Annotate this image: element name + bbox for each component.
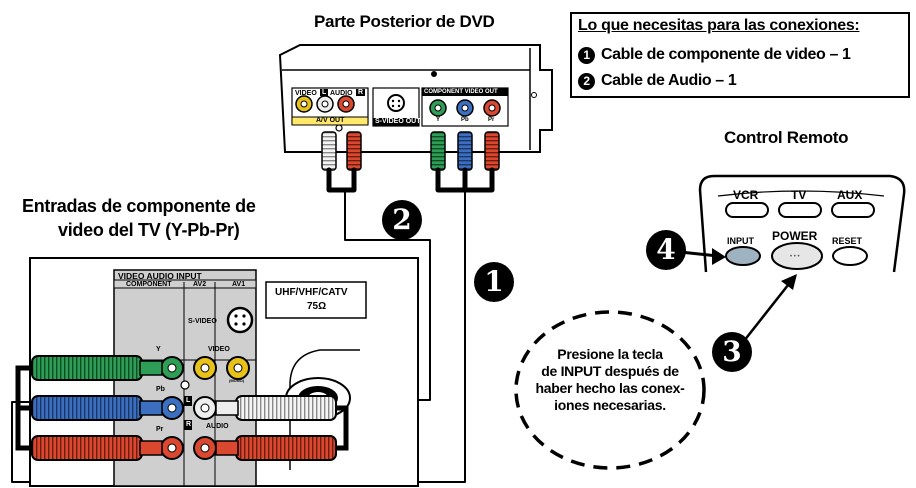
dvd-label-y: Y (436, 117, 441, 123)
remote-label-tv: TV (791, 188, 807, 202)
callout-line: Presione la tecla (557, 346, 663, 362)
callout-bubble (514, 310, 706, 470)
dvd-label-pr: Pr (488, 117, 495, 123)
reset-button[interactable] (833, 247, 867, 265)
dvd-cable-plugs (321, 131, 500, 171)
tv-label-s-video: S-VIDEO (188, 318, 217, 325)
step-2-icon: 2 (382, 200, 422, 240)
remote-label-reset: RESET (832, 236, 863, 246)
dvd-label-component: COMPONENT VIDEO OUT (424, 89, 498, 95)
tv-label-y: Y (156, 346, 161, 353)
remote-label-vcr: VCR (733, 188, 759, 202)
callout-line: de INPUT después de (541, 363, 679, 379)
tv-label-av2: AV2 (193, 281, 207, 288)
number-2-icon: 2 (578, 72, 595, 90)
needs-item-1: 1 Cable de componente de video – 1 (578, 46, 851, 64)
remote-title: Control Remoto (724, 128, 849, 147)
dvd-label-video: VIDEO (295, 90, 317, 97)
needs-box: Lo que necesitas para las conexiones: 1 … (570, 12, 910, 98)
remote-control: • • • (698, 174, 906, 273)
needs-item-text: Cable de componente de video – 1 (601, 46, 851, 63)
dvd-label-r: R (356, 89, 366, 96)
tv-label-av1: AV1 (232, 281, 246, 288)
tv-label-l: L (186, 397, 191, 404)
tv-label-antenna-2: 75Ω (307, 301, 327, 312)
tv-title-line-2: video del TV (Y-Pb-Pr) (58, 220, 240, 240)
remote-label-aux: AUX (837, 188, 863, 202)
tv-label-antenna-1: UHF/VHF/CATV (275, 287, 348, 298)
dvd-label-audio: AUDIO (330, 90, 353, 97)
tv-label-r: R (186, 421, 192, 428)
tv-label-component: COMPONENT (126, 281, 172, 288)
dvd-title: Parte Posterior de DVD (314, 12, 495, 31)
needs-title: Lo que necesitas para las conexiones: (578, 17, 860, 34)
tv-label-audio: AUDIO (206, 423, 229, 430)
callout-text: Presione la tecla de INPUT después de ha… (525, 346, 695, 414)
step-3-icon: 3 (712, 332, 752, 372)
needs-item-2: 2 Cable de Audio – 1 (578, 72, 737, 90)
dvd-label-s-video-out: S-VIDEO OUT (375, 118, 421, 125)
dvd-label-pb: Pb (461, 117, 469, 123)
step-4-icon: 4 (646, 230, 686, 270)
arrows (679, 248, 797, 347)
tv-cable-plugs (15, 355, 349, 461)
dvd-rear-panel (278, 44, 553, 153)
tv-label-pr: Pr (156, 426, 164, 433)
power-button[interactable] (772, 243, 822, 269)
callout-line: iones necesarias. (554, 397, 666, 413)
aux-button[interactable] (832, 203, 874, 217)
tv-label-pb: Pb (156, 386, 165, 393)
needs-item-text: Cable de Audio – 1 (601, 72, 737, 89)
dvd-label-av-out: A/V OUT (316, 117, 345, 124)
tv-title-line-1: Entradas de componente de (22, 196, 256, 216)
tv-label-video: VIDEO (208, 346, 230, 353)
dvd-label-l: L (320, 89, 329, 96)
tv-label-mono: (MONO) (229, 378, 245, 383)
tv-button[interactable] (779, 203, 821, 217)
step-1-icon: 1 (474, 262, 514, 302)
callout-line: haber hecho las conex- (535, 380, 685, 396)
tv-label-video-audio-input: VIDEO AUDIO INPUT (118, 271, 202, 281)
input-button[interactable] (726, 247, 760, 265)
remote-label-input: INPUT (727, 236, 754, 246)
number-1-icon: 1 (578, 46, 595, 64)
remote-label-power: POWER (772, 229, 818, 243)
vcr-button[interactable] (726, 203, 768, 217)
svg-text:• • •: • • • (790, 254, 800, 260)
